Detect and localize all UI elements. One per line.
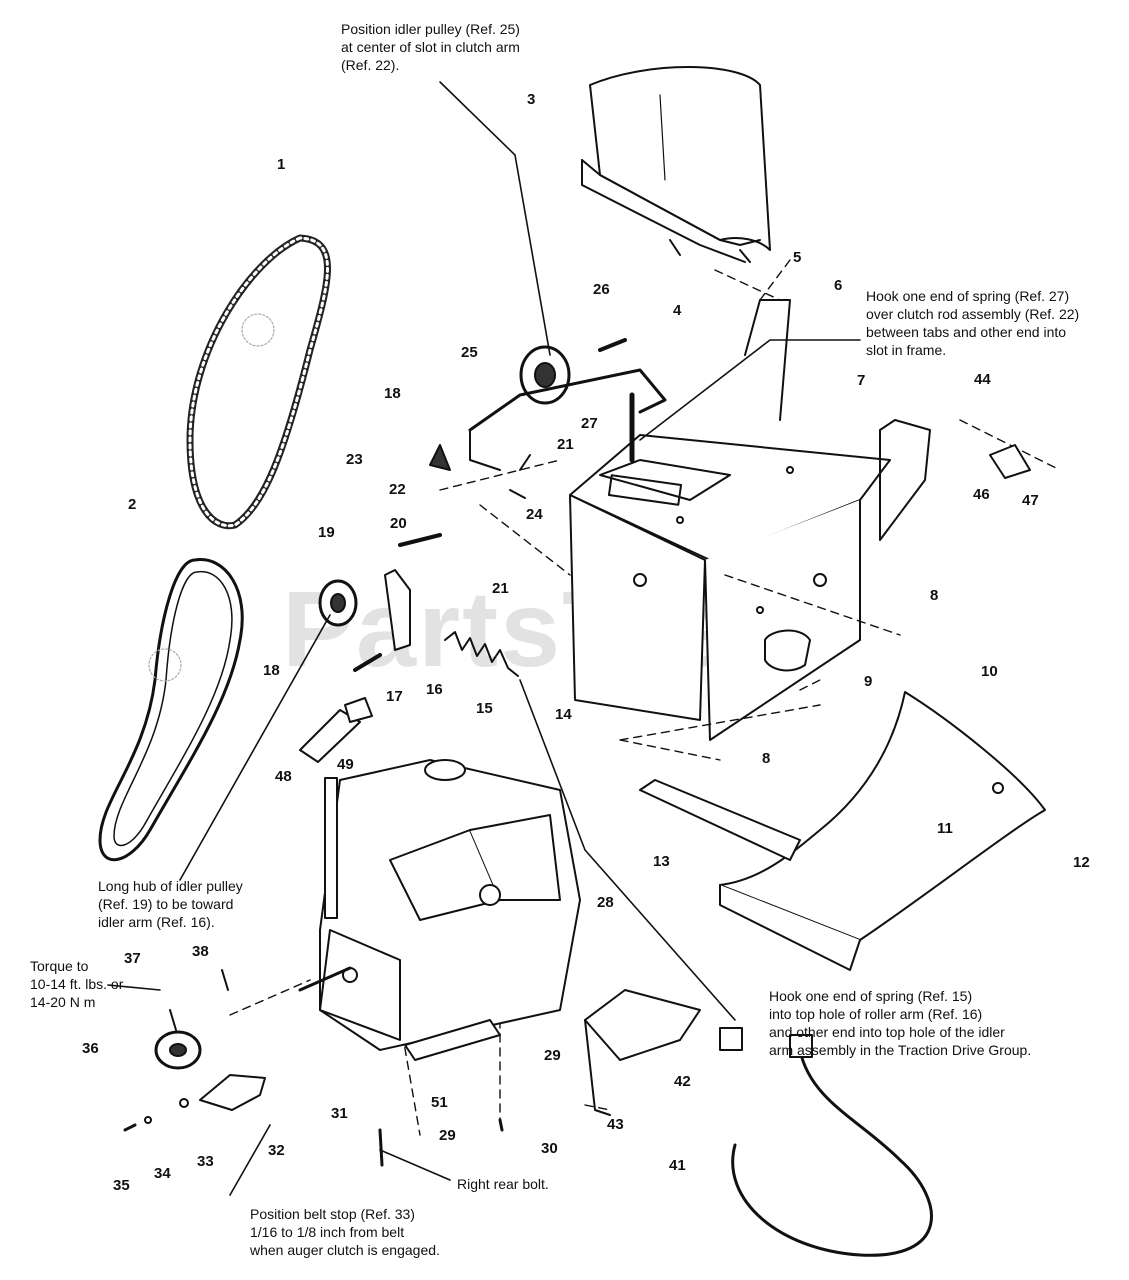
ref-36: 36 — [82, 1040, 99, 1057]
ref-31: 31 — [331, 1105, 348, 1122]
nut-49 — [344, 697, 373, 723]
shield-10 — [719, 691, 1046, 971]
ref-4: 4 — [673, 302, 682, 319]
ref-43: 43 — [607, 1116, 624, 1133]
belt-stop-32 — [199, 1074, 266, 1111]
ref-15: 15 — [476, 700, 493, 717]
ref-29-b: 29 — [439, 1127, 456, 1144]
ref-38: 38 — [192, 943, 209, 960]
ref-9: 9 — [864, 673, 873, 690]
idler-pulley-25 — [468, 345, 667, 471]
ref-35: 35 — [113, 1177, 130, 1194]
ref-16: 16 — [426, 681, 443, 698]
ref-12: 12 — [1073, 854, 1090, 871]
ref-29-a: 29 — [544, 1047, 561, 1064]
ref-44: 44 — [974, 371, 991, 388]
ref-25: 25 — [461, 344, 478, 361]
ref-48: 48 — [275, 768, 292, 785]
ref-33: 33 — [197, 1153, 214, 1170]
note-belt-stop: Position belt stop (Ref. 33)1/16 to 1/8 … — [250, 1206, 440, 1258]
bracket-23 — [429, 444, 451, 471]
note-spring-27: Hook one end of spring (Ref. 27)over clu… — [866, 288, 1080, 358]
ref-26: 26 — [593, 281, 610, 298]
guard-42 — [584, 989, 701, 1061]
ref-22: 22 — [389, 481, 406, 498]
ref-32: 32 — [268, 1142, 285, 1159]
ref-11: 11 — [937, 820, 953, 837]
ref-5: 5 — [793, 249, 802, 266]
ref-13: 13 — [653, 853, 670, 870]
ref-8-b: 8 — [762, 750, 771, 767]
spacer-48 — [299, 709, 361, 763]
ref-7: 7 — [857, 372, 866, 389]
pulley-36 — [154, 1030, 202, 1070]
ref-20: 20 — [390, 515, 407, 532]
bolt-17 — [353, 653, 382, 672]
ref-23: 23 — [346, 451, 363, 468]
ref-49: 49 — [337, 756, 354, 773]
ref-34: 34 — [154, 1165, 171, 1182]
ref-37: 37 — [124, 950, 141, 967]
ref-24: 24 — [526, 506, 543, 523]
ref-30: 30 — [541, 1140, 558, 1157]
belt-1 — [186, 234, 331, 530]
ref-2: 2 — [128, 496, 137, 513]
frame-7 — [569, 299, 931, 741]
ref-28: 28 — [597, 894, 614, 911]
ref-8-a: 8 — [930, 587, 939, 604]
ref-51: 51 — [431, 1094, 448, 1111]
bracket-46 — [989, 444, 1031, 479]
plate-13 — [639, 779, 801, 861]
ref-17: 17 — [386, 688, 403, 705]
note-long-hub: Long hub of idler pulley(Ref. 19) to be … — [98, 878, 243, 930]
note-right-rear-bolt: Right rear bolt. — [457, 1176, 549, 1192]
base-plate-51 — [404, 1019, 501, 1061]
ref-14: 14 — [555, 706, 572, 723]
ref-19: 19 — [318, 524, 335, 541]
ref-18-a: 18 — [384, 385, 401, 402]
ref-27: 27 — [581, 415, 598, 432]
belt-2 — [98, 558, 244, 862]
note-spring-15: Hook one end of spring (Ref. 15)into top… — [769, 988, 1032, 1058]
ref-18-b: 18 — [263, 662, 280, 679]
ref-47: 47 — [1022, 492, 1039, 509]
ref-21-b: 21 — [492, 580, 509, 597]
ref-1: 1 — [277, 156, 286, 173]
note-idler-pulley: Position idler pulley (Ref. 25)at center… — [341, 21, 520, 73]
engine-28 — [298, 759, 581, 1051]
belt-cover-3 — [581, 66, 771, 263]
ref-3: 3 — [527, 91, 536, 108]
ref-46: 46 — [973, 486, 990, 503]
spring-15 — [444, 631, 519, 677]
bolt-20 — [398, 533, 442, 547]
ref-10: 10 — [981, 663, 998, 680]
harness-41 — [719, 1027, 933, 1257]
bolt-26 — [598, 338, 627, 352]
ref-21-a: 21 — [557, 436, 574, 453]
ref-41: 41 — [669, 1157, 686, 1174]
idler-pulley-19 — [318, 569, 411, 651]
ref-42: 42 — [674, 1073, 691, 1090]
ref-6: 6 — [834, 277, 843, 294]
